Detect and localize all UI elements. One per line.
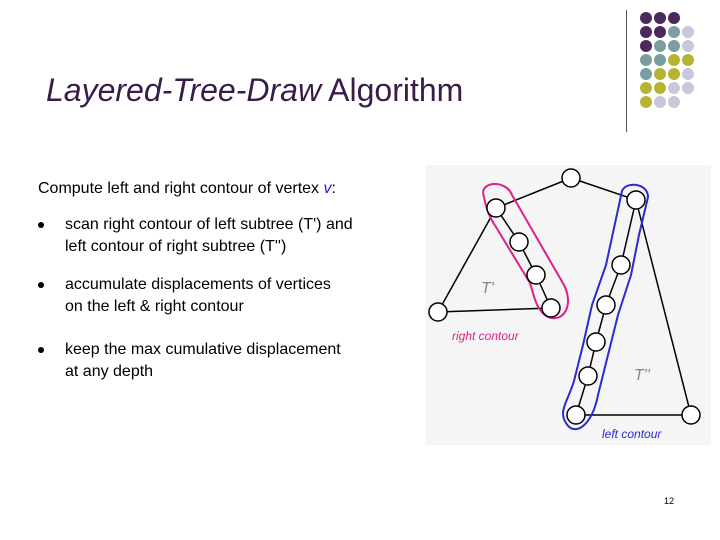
dot	[668, 54, 680, 66]
tree-node	[429, 303, 447, 321]
tree-node	[587, 333, 605, 351]
vertical-divider	[626, 10, 627, 132]
tree-node	[527, 266, 545, 284]
dot	[668, 82, 680, 94]
tree-node	[487, 199, 505, 217]
subtree-left-label: T'	[481, 280, 495, 297]
dot	[682, 26, 694, 38]
left-contour-label: left contour	[602, 427, 662, 441]
dot	[682, 82, 694, 94]
dot	[640, 68, 652, 80]
dot	[654, 26, 666, 38]
tree-node	[682, 406, 700, 424]
dot	[640, 12, 652, 24]
dot	[654, 40, 666, 52]
slide-title: Layered-Tree-Draw Algorithm	[46, 72, 463, 109]
dot	[654, 96, 666, 108]
bullet-text: accumulate displacements of vertices on …	[65, 274, 405, 318]
dot	[640, 96, 652, 108]
dot	[654, 54, 666, 66]
dot	[668, 40, 680, 52]
bullet-dot-icon	[38, 347, 44, 353]
bullet-line: on the left & right contour	[65, 296, 405, 318]
bullet-text: keep the max cumulative displacement at …	[65, 339, 405, 383]
dot	[682, 68, 694, 80]
dot	[668, 12, 680, 24]
bullet-line: at any depth	[65, 361, 405, 383]
dot	[682, 40, 694, 52]
dot	[654, 68, 666, 80]
tree-node	[627, 191, 645, 209]
bullet-line: accumulate displacements of vertices	[65, 274, 405, 296]
tree-node	[542, 299, 560, 317]
title-rest: Algorithm	[321, 72, 463, 108]
dot	[640, 82, 652, 94]
page-number: 12	[664, 496, 674, 506]
tree-node	[597, 296, 615, 314]
dot	[682, 54, 694, 66]
dot	[640, 40, 652, 52]
tree-node	[510, 233, 528, 251]
bullet-line: keep the max cumulative displacement	[65, 339, 405, 361]
dot	[654, 82, 666, 94]
tree-node	[567, 406, 585, 424]
right-contour-label: right contour	[452, 329, 520, 343]
dot	[668, 68, 680, 80]
bullet-dot-icon	[38, 282, 44, 288]
subtree-right-label: T''	[634, 367, 651, 384]
bullet-line: scan right contour of left subtree (T') …	[65, 214, 405, 236]
tree-node	[579, 367, 597, 385]
bullet-line: left contour of right subtree (T'')	[65, 236, 405, 258]
bullet-text: scan right contour of left subtree (T') …	[65, 214, 405, 258]
dot	[640, 54, 652, 66]
dot	[668, 26, 680, 38]
tree-node	[562, 169, 580, 187]
tree-node	[612, 256, 630, 274]
bullet-dot-icon	[38, 222, 44, 228]
dot	[668, 96, 680, 108]
intro-suffix: :	[331, 180, 335, 197]
intro-text: Compute left and right contour of vertex…	[38, 180, 336, 198]
title-italic: Layered-Tree-Draw	[46, 72, 321, 108]
dot	[640, 26, 652, 38]
dot	[654, 12, 666, 24]
tree-contour-figure: T' T'' right contour left contour	[426, 165, 711, 445]
tree-diagram: T' T'' right contour left contour	[426, 165, 711, 445]
intro-prefix: Compute left and right contour of vertex	[38, 180, 323, 197]
